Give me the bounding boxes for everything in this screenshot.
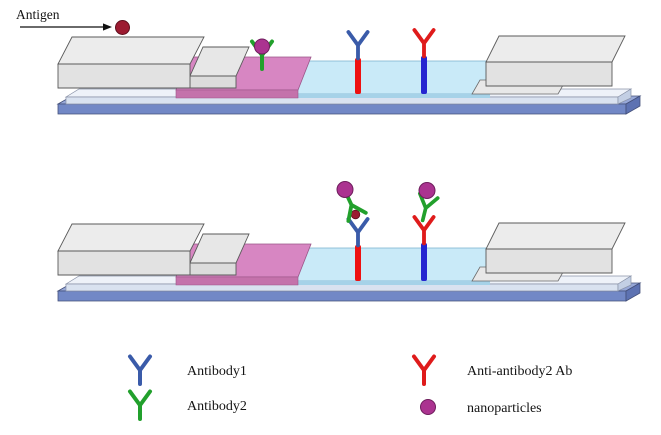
antibody1-icon bbox=[128, 354, 152, 386]
legend-antibody2-label: Antibody2 bbox=[187, 399, 247, 414]
antigen-callout: Antigen bbox=[16, 7, 130, 35]
nanoparticle-icon bbox=[336, 181, 354, 198]
legend-antibody1-label: Antibody1 bbox=[187, 364, 247, 379]
antigen-label: Antigen bbox=[16, 7, 60, 22]
legend-nanoparticles-label: nanoparticles bbox=[467, 401, 542, 416]
conjugate-on-pad bbox=[250, 38, 274, 71]
nanoparticle-icon bbox=[418, 182, 436, 199]
test-strip-before bbox=[58, 30, 640, 114]
nanoparticle-icon bbox=[254, 38, 270, 55]
antibody2-icon bbox=[128, 389, 152, 421]
test-strip-after bbox=[58, 217, 640, 301]
nanoparticle-icon bbox=[420, 399, 436, 415]
antigen-arrowhead bbox=[103, 23, 112, 31]
test-line-complex bbox=[335, 181, 368, 223]
legend-anti-antibody2-label: Anti-antibody2 Ab bbox=[467, 364, 572, 379]
control-line-complex bbox=[411, 182, 440, 225]
anti-antibody2-icon bbox=[412, 354, 436, 386]
antigen-icon bbox=[115, 20, 130, 35]
legend: Antibody1 Antibody2 Anti-antibody2 Ab na… bbox=[128, 354, 572, 421]
antigen-icon bbox=[350, 209, 361, 220]
